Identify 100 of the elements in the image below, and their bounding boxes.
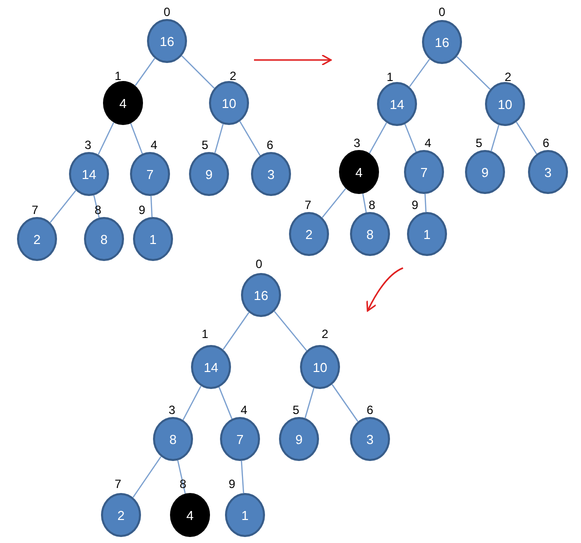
tree-node-circle: [422, 20, 462, 64]
index-label: 1: [114, 69, 122, 83]
tree-node-circle: [189, 152, 229, 196]
index-label: 8: [180, 477, 186, 491]
index-label: 3: [84, 138, 92, 152]
index-label: 9: [138, 203, 146, 217]
node-value: 3: [544, 164, 552, 180]
node-value: 9: [295, 432, 303, 446]
node-value: 1: [423, 226, 431, 242]
tree-edge: [132, 456, 162, 498]
tree-node-circle: [350, 417, 390, 461]
tree-node-circle: [170, 493, 210, 537]
node-value: 8: [100, 232, 108, 246]
index-label: 1: [386, 70, 394, 84]
tree-edge: [404, 124, 417, 152]
node-value: 2: [33, 232, 41, 246]
index-label: 4: [424, 136, 432, 150]
tree-edge: [322, 188, 346, 218]
tree-edge: [240, 460, 244, 494]
tree-edge: [239, 121, 261, 156]
tree-node-circle: [289, 212, 329, 256]
tree-edge: [150, 196, 153, 218]
index-label: 7: [114, 477, 122, 491]
node-value: 3: [267, 166, 275, 182]
index-label: 6: [366, 403, 374, 417]
tree-node-circle: [225, 493, 265, 537]
tree-edge: [98, 122, 114, 155]
tree-edge: [424, 194, 427, 212]
tree-node-circle: [339, 150, 379, 194]
tree-edge: [516, 122, 538, 154]
index-label: 5: [202, 138, 208, 152]
node-value: 4: [186, 508, 194, 522]
index-label: 4: [240, 403, 248, 417]
index-label: 9: [228, 477, 236, 491]
tree-node-circle: [84, 217, 124, 261]
index-label: 7: [304, 198, 312, 212]
node-value: 10: [222, 96, 236, 110]
tree-node-circle: [251, 152, 291, 196]
node-value: 1: [241, 508, 249, 522]
tree-node-circle: [377, 82, 417, 126]
tree-node-circle: [101, 493, 141, 537]
index-label: 2: [230, 69, 236, 83]
index-label: 1: [202, 327, 208, 341]
tree-edge: [304, 388, 314, 418]
tree-edge: [214, 124, 224, 154]
tree-edge: [181, 55, 215, 89]
tree-node-circle: [279, 417, 319, 461]
tree-node-circle: [17, 217, 57, 261]
tree-edge: [130, 123, 143, 154]
tree-node-circle: [300, 345, 340, 389]
index-label: 4: [150, 138, 158, 152]
tree-node-circle: [404, 150, 444, 194]
node-value: 7: [420, 164, 428, 180]
tree-edge: [456, 56, 491, 90]
index-label: 3: [168, 403, 176, 417]
node-value: 2: [305, 226, 313, 242]
tree-edge: [218, 386, 232, 420]
tree-node-circle: [485, 82, 525, 126]
tree-edge: [182, 386, 202, 420]
node-value: 3: [366, 432, 374, 446]
index-label: 3: [354, 136, 360, 150]
tree-node-circle: [130, 152, 170, 196]
tree-node-circle: [528, 150, 568, 194]
index-label: 9: [412, 198, 418, 212]
index-label: 0: [256, 257, 262, 271]
tree-node-circle: [220, 417, 260, 461]
index-label: 6: [266, 138, 274, 152]
tree-edge: [368, 122, 388, 154]
tree-edge: [222, 312, 250, 350]
node-value: 7: [146, 166, 154, 182]
tree-node-circle: [133, 217, 173, 261]
index-label: 5: [292, 403, 300, 417]
node-value: 16: [434, 34, 450, 50]
tree-edge: [134, 58, 156, 86]
index-label: 2: [504, 70, 512, 84]
node-value: 7: [236, 432, 244, 446]
index-label: 7: [32, 203, 38, 217]
tree-node-circle: [103, 81, 143, 125]
tree-node-circle: [191, 345, 231, 389]
tree-node-circle: [407, 212, 447, 256]
index-label: 8: [94, 203, 102, 217]
tree-node-circle: [147, 19, 187, 63]
tree-node-circle: [69, 152, 109, 196]
index-label: 0: [438, 5, 446, 19]
index-label: 0: [164, 5, 170, 19]
node-value: 8: [169, 432, 177, 446]
tree-edge: [177, 460, 186, 494]
tree-edge: [93, 195, 100, 218]
node-value: 9: [481, 164, 489, 180]
node-value: 14: [82, 166, 96, 182]
tree-edge: [274, 310, 308, 352]
node-value: 4: [355, 164, 363, 180]
index-label: 6: [542, 136, 550, 150]
tree-node-circle: [465, 150, 505, 194]
node-value: 2: [117, 508, 125, 522]
node-value: 8: [366, 226, 374, 242]
tree-edge: [332, 384, 358, 422]
node-value: 14: [390, 96, 404, 112]
tree-edge: [362, 193, 367, 213]
node-value: 1: [149, 232, 157, 246]
